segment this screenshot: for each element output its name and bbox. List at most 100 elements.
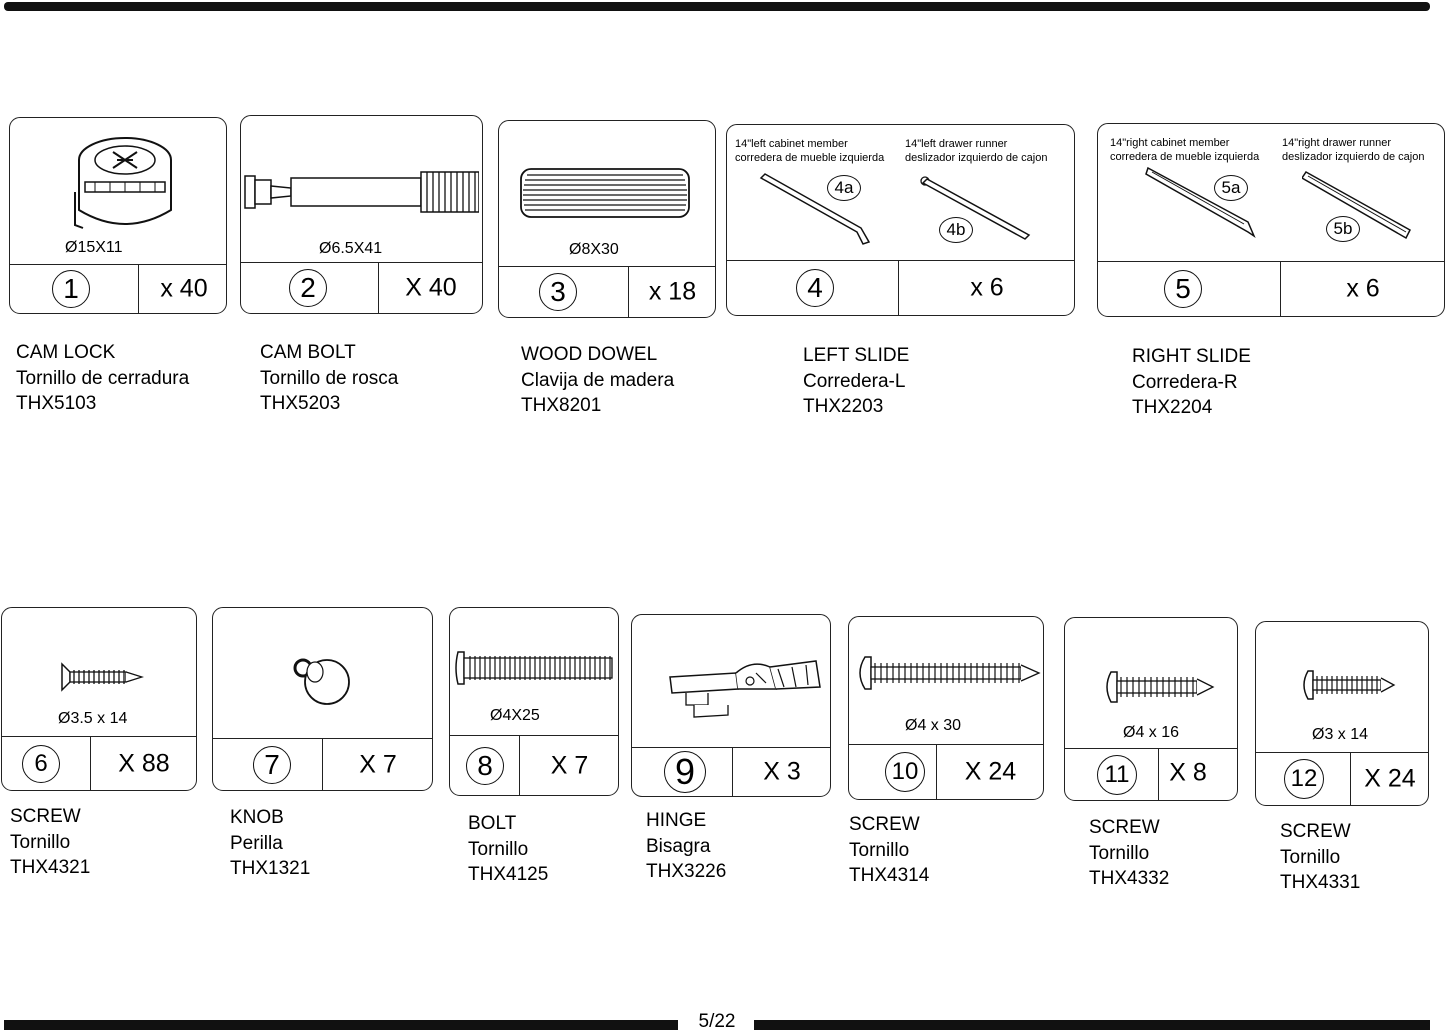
sub-part-a-line2: corredera de mueble izquierda bbox=[735, 152, 885, 164]
bolt-icon bbox=[455, 651, 613, 685]
part-name: HINGE bbox=[646, 810, 707, 831]
part-illustration: Ø4 x 30 bbox=[849, 617, 1043, 745]
part-illustration bbox=[213, 608, 432, 740]
part-code: THX2203 bbox=[803, 396, 884, 417]
sub-part-a-line1: 14"left cabinet member bbox=[735, 138, 848, 150]
part-size: Ø8X30 bbox=[569, 241, 619, 258]
part-name: SCREW bbox=[849, 814, 920, 835]
part-box-11: Ø4 x 16 11 X 8 bbox=[1064, 617, 1238, 801]
part-name-spanish: Bisagra bbox=[646, 835, 711, 857]
sub-part-b-line1: 14"right drawer runner bbox=[1282, 137, 1392, 149]
part-name-spanish: Corredera-R bbox=[1132, 371, 1238, 393]
part-illustration: Ø3.5 x 14 bbox=[2, 608, 196, 738]
part-description-11: SCREW Tornillo THX4332 bbox=[1089, 815, 1169, 892]
part-quantity: X 24 bbox=[964, 757, 1017, 786]
part-code: THX1321 bbox=[230, 858, 311, 879]
sub-part-tag-a: 5a bbox=[1214, 175, 1248, 201]
part-size: Ø6.5X41 bbox=[319, 240, 383, 257]
divider bbox=[90, 737, 91, 790]
part-code: THX5103 bbox=[16, 393, 97, 414]
part-code: THX8201 bbox=[521, 395, 602, 416]
part-size: Ø4 x 16 bbox=[1123, 724, 1180, 741]
part-label-strip: 10 X 24 bbox=[849, 744, 1043, 799]
screw-icon bbox=[61, 662, 144, 692]
part-number-badge: 6 bbox=[22, 744, 60, 783]
part-size: Ø15X11 bbox=[65, 239, 123, 256]
part-number-badge: 7 bbox=[253, 745, 291, 784]
part-quantity: X 8 bbox=[1169, 758, 1207, 786]
part-number-badge: 12 bbox=[1284, 759, 1324, 799]
part-name-spanish: Perilla bbox=[230, 832, 283, 854]
part-label-strip: 2 X 40 bbox=[241, 262, 482, 313]
part-box-7: 7 X 7 bbox=[212, 607, 433, 791]
part-description-12: SCREW Tornillo THX4331 bbox=[1280, 819, 1360, 896]
part-illustration: Ø4 x 16 bbox=[1065, 618, 1237, 750]
part-box-12: Ø3 x 14 12 X 24 bbox=[1255, 621, 1429, 806]
part-label-strip: 8 X 7 bbox=[450, 735, 618, 795]
part-quantity: x 18 bbox=[648, 277, 697, 306]
part-name-spanish: Tornillo bbox=[1089, 842, 1150, 864]
part-description-5: RIGHT SLIDE Corredera-R THX2204 bbox=[1132, 344, 1251, 421]
part-name: WOOD DOWEL bbox=[521, 344, 658, 365]
part-description-4: LEFT SLIDE Corredera-L THX2203 bbox=[803, 343, 909, 420]
part-size: Ø4 x 30 bbox=[905, 717, 962, 734]
part-number-badge: 9 bbox=[664, 751, 706, 793]
part-description-8: BOLT Tornillo THX4125 bbox=[468, 811, 548, 888]
part-quantity: X 40 bbox=[405, 273, 457, 302]
part-box-4: 14"left cabinet member corredera de mueb… bbox=[726, 124, 1075, 316]
part-code: THX4125 bbox=[468, 864, 549, 885]
part-number-badge: 11 bbox=[1097, 754, 1137, 795]
sub-part-b-caption: 14"left drawer runner deslizador izquier… bbox=[905, 137, 1047, 165]
part-name: RIGHT SLIDE bbox=[1132, 346, 1251, 367]
divider bbox=[936, 745, 937, 799]
part-illustration: Ø6.5X41 bbox=[241, 116, 482, 264]
cam-lock-icon bbox=[74, 137, 172, 229]
part-name: KNOB bbox=[230, 807, 284, 828]
part-name-spanish: Clavija de madera bbox=[521, 369, 675, 391]
part-name: SCREW bbox=[10, 806, 81, 827]
part-size: Ø3 x 14 bbox=[1312, 726, 1369, 743]
part-description-3: WOOD DOWEL Clavija de madera THX8201 bbox=[521, 342, 674, 419]
part-name: CAM LOCK bbox=[16, 342, 116, 363]
hinge-icon bbox=[669, 660, 821, 718]
bottom-rule-right bbox=[754, 1020, 1430, 1030]
part-box-3: Ø8X30 3 x 18 bbox=[498, 120, 716, 318]
part-code: THX3226 bbox=[646, 861, 727, 882]
sub-part-b-line1: 14"left drawer runner bbox=[905, 138, 1008, 150]
screw-icon bbox=[1303, 670, 1396, 700]
part-quantity: x 6 bbox=[1346, 274, 1380, 303]
part-quantity: X 24 bbox=[1364, 764, 1416, 793]
part-number-badge: 5 bbox=[1164, 270, 1202, 308]
left-drawer-runner-icon bbox=[920, 176, 1031, 240]
part-name-spanish: Tornillo bbox=[10, 831, 71, 853]
sub-part-b-line2: deslizador izquierdo de cajon bbox=[905, 152, 1048, 164]
part-name: CAM BOLT bbox=[260, 342, 356, 363]
right-cabinet-member-icon bbox=[1145, 166, 1256, 239]
cam-bolt-icon bbox=[244, 171, 479, 213]
sub-part-a-caption: 14"left cabinet member corredera de mueb… bbox=[735, 137, 884, 165]
sub-part-b-caption: 14"right drawer runner deslizador izquie… bbox=[1282, 136, 1424, 164]
part-quantity: X 88 bbox=[118, 749, 170, 777]
part-box-5: 14"right cabinet member corredera de mue… bbox=[1097, 123, 1445, 317]
part-number-badge: 2 bbox=[289, 269, 327, 307]
part-number-badge: 1 bbox=[52, 270, 90, 308]
divider bbox=[322, 739, 323, 790]
sub-part-tag-b: 5b bbox=[1326, 216, 1360, 242]
sub-part-a-caption: 14"right cabinet member corredera de mue… bbox=[1110, 136, 1259, 164]
part-illustration: Ø8X30 bbox=[499, 121, 715, 269]
divider bbox=[138, 265, 139, 313]
divider bbox=[1280, 262, 1281, 316]
part-name: LEFT SLIDE bbox=[803, 345, 910, 366]
screw-icon bbox=[859, 656, 1041, 690]
part-label-strip: 9 X 3 bbox=[632, 747, 830, 796]
divider bbox=[628, 267, 629, 317]
part-code: THX4321 bbox=[10, 857, 91, 878]
part-number-badge: 4 bbox=[796, 269, 834, 307]
part-description-2: CAM BOLT Tornillo de rosca THX5203 bbox=[260, 340, 398, 417]
part-label-strip: 6 X 88 bbox=[2, 736, 196, 790]
part-description-10: SCREW Tornillo THX4314 bbox=[849, 812, 929, 889]
part-description-7: KNOB Perilla THX1321 bbox=[230, 805, 310, 882]
divider bbox=[1158, 749, 1159, 800]
left-cabinet-member-icon bbox=[759, 173, 871, 245]
part-name-spanish: Tornillo bbox=[468, 838, 529, 860]
